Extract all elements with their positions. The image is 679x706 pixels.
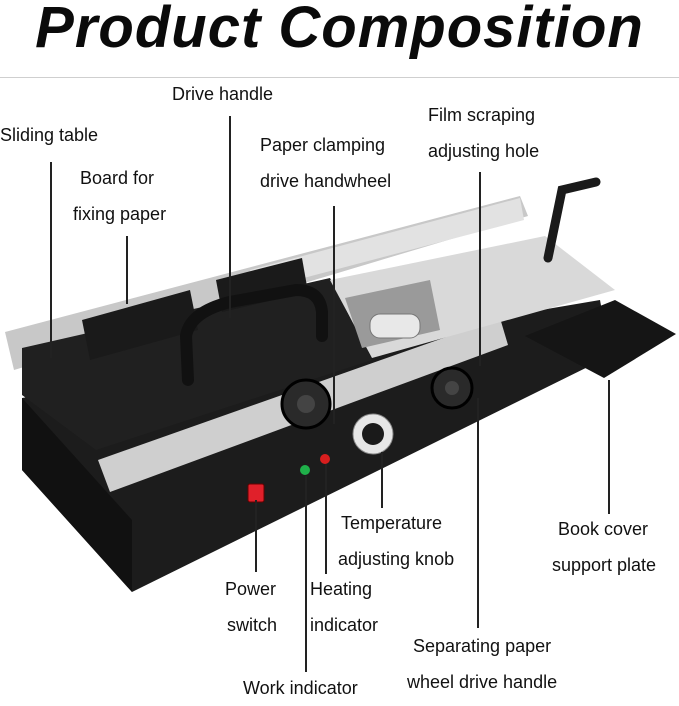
rail-top bbox=[250, 198, 524, 290]
label-power-switch: Power switch bbox=[225, 579, 278, 635]
label-heating-indicator: Heating indicator bbox=[310, 579, 379, 635]
label-paper-clamping-handwheel: Paper clamping drive handwheel bbox=[260, 135, 392, 191]
label-film-scraping-hole: Film scraping adjusting hole bbox=[428, 105, 540, 161]
label-temperature-knob: Temperature adjusting knob bbox=[338, 513, 455, 569]
label-separating-wheel-handle: Separating paper wheel drive handle bbox=[407, 636, 558, 692]
crank-handle bbox=[543, 177, 601, 263]
label-work-indicator: Work indicator bbox=[243, 678, 358, 698]
temperature-knob-center bbox=[362, 423, 384, 445]
label-drive-handle: Drive handle bbox=[172, 84, 274, 104]
sliding-table bbox=[22, 278, 372, 450]
title-divider bbox=[0, 77, 679, 78]
leader-lines bbox=[50, 116, 610, 672]
machine-base-front bbox=[22, 398, 132, 592]
handwheel-hub bbox=[297, 395, 315, 413]
label-book-cover-plate: Book cover support plate bbox=[552, 519, 657, 575]
power-switch bbox=[247, 483, 265, 503]
label-sliding-table: Sliding table bbox=[0, 125, 99, 145]
book-cover-plate bbox=[525, 300, 676, 378]
separating-wheel-hub bbox=[445, 381, 459, 395]
board-fixing-paper bbox=[82, 290, 198, 360]
label-board-fixing-paper: Board for fixing paper bbox=[73, 168, 167, 224]
heating-indicator-light bbox=[320, 454, 330, 464]
drive-handle bbox=[179, 283, 328, 386]
work-indicator-light bbox=[300, 465, 310, 475]
roller bbox=[369, 313, 421, 339]
page-title: Product Composition bbox=[35, 0, 644, 60]
